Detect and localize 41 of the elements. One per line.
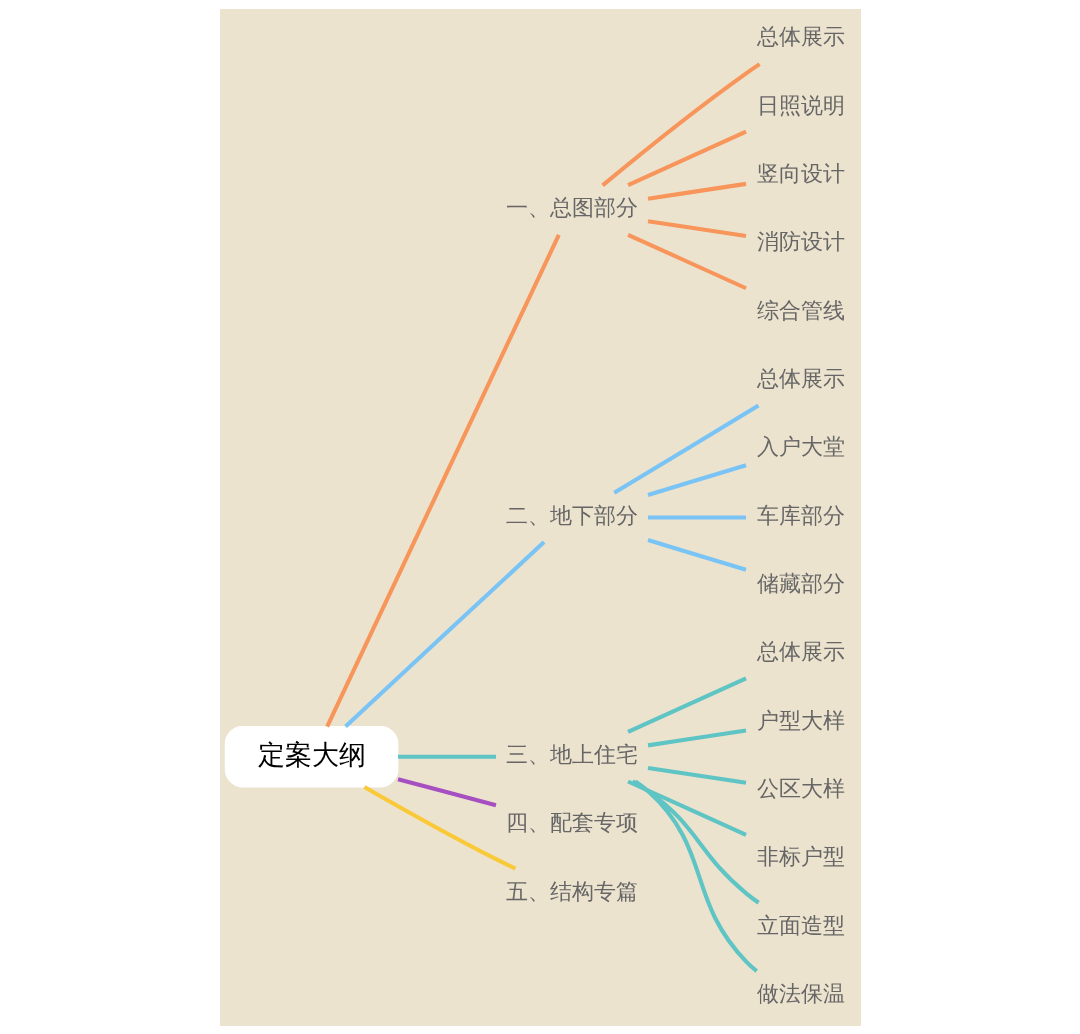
node-text: 车库部分	[756, 502, 845, 528]
node-text: 三、地上住宅	[505, 741, 638, 767]
node-text: 二、地下部分	[505, 502, 638, 528]
node-text: 日照说明	[756, 92, 845, 118]
node-text: 消防设计	[756, 228, 845, 254]
node-text: 五、结构专篇	[505, 878, 638, 904]
node-text: 竖向设计	[756, 160, 845, 186]
node-text: 户型大样	[756, 707, 845, 733]
connector	[647, 728, 746, 747]
node-text: 总体展示	[756, 365, 845, 391]
connector	[647, 218, 746, 238]
connector	[647, 181, 746, 201]
connector	[397, 754, 496, 759]
node-text: 一、总图部分	[505, 194, 638, 220]
connector	[343, 540, 545, 728]
node-text: 入户大堂	[756, 433, 845, 459]
node-text: 综合管线	[756, 297, 845, 323]
connector	[646, 537, 747, 572]
node-text: 总体展示	[756, 23, 845, 49]
connector	[626, 779, 747, 837]
connector	[612, 403, 759, 494]
node-text: 储藏部分	[756, 570, 845, 596]
connector	[362, 784, 516, 870]
node-box: 定案大纲	[224, 725, 398, 787]
connector	[324, 233, 561, 727]
connector	[600, 61, 761, 187]
node-text: 做法保温	[756, 980, 845, 1006]
connector	[647, 514, 746, 520]
node-text: 立面造型	[756, 912, 845, 938]
connector	[396, 776, 496, 807]
connector	[631, 779, 760, 904]
connector	[626, 676, 747, 734]
connector	[647, 765, 746, 785]
connector	[633, 779, 758, 973]
connector	[646, 462, 747, 497]
connector	[626, 232, 747, 290]
node-text: 四、配套专项	[505, 809, 638, 835]
node-text: 公区大样	[756, 775, 845, 801]
connector	[626, 129, 747, 187]
node-text: 非标户型	[756, 843, 845, 869]
node-text: 总体展示	[756, 638, 845, 664]
